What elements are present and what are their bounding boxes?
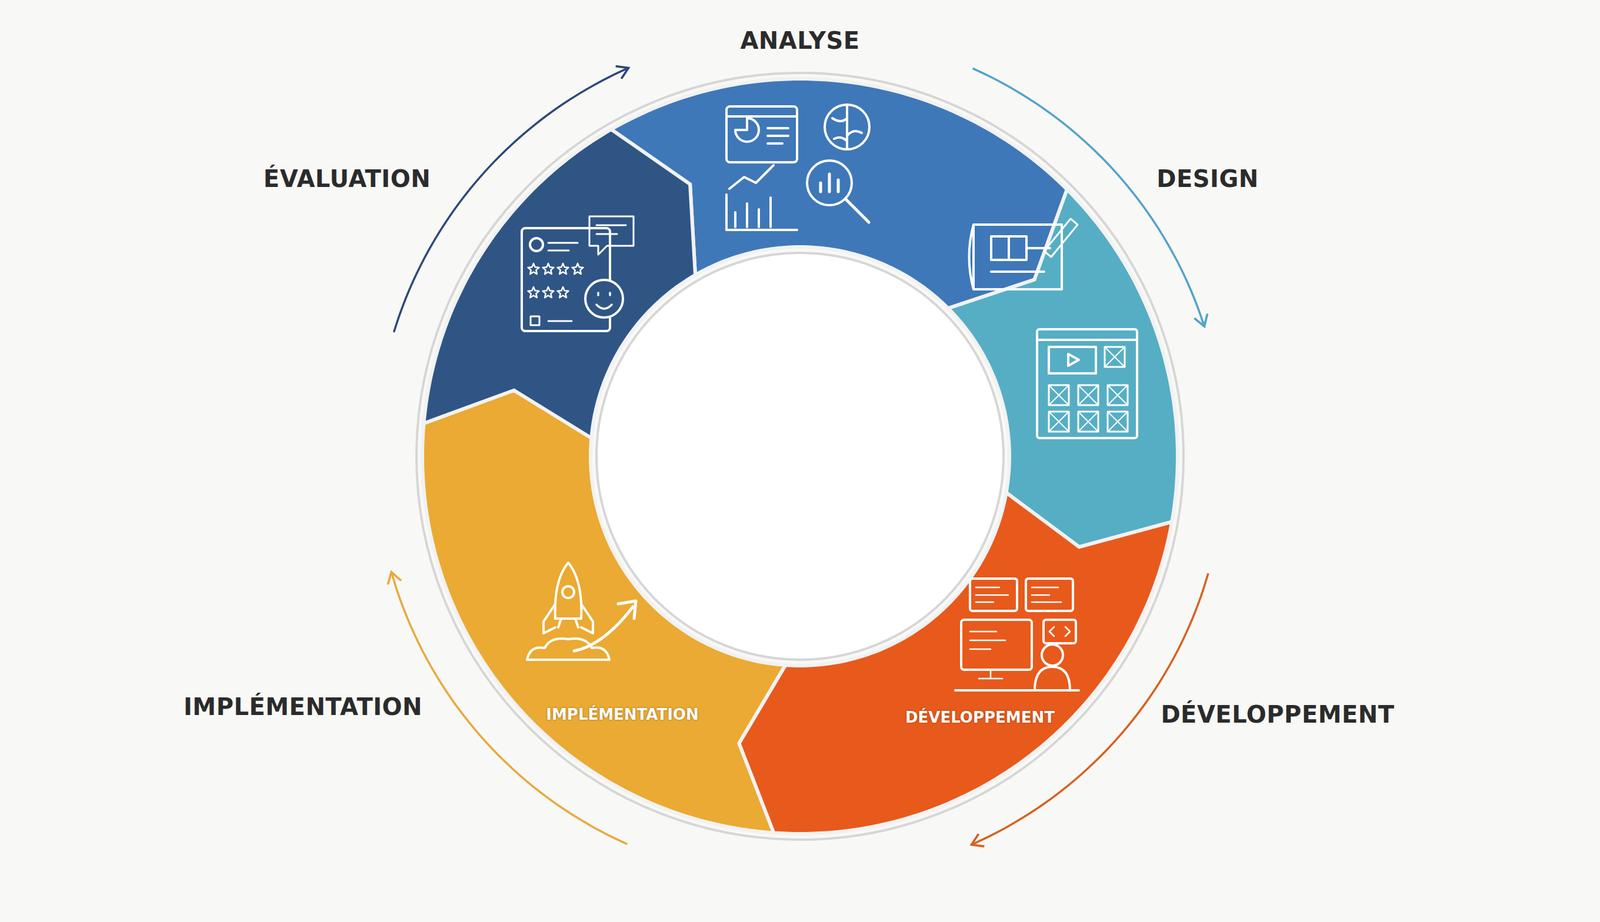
phase-segment [423, 129, 696, 439]
blueprint-icon [969, 218, 1079, 290]
cycle-arrow [394, 68, 628, 332]
rocket-icon [527, 562, 636, 660]
phase-label: ANALYSE [740, 27, 860, 55]
phase-segment [738, 492, 1172, 835]
segment-label: IMPLÉMENTATION [545, 705, 699, 724]
phase-segment [422, 390, 786, 834]
phase-segment [948, 189, 1178, 548]
phase-label: DESIGN [1156, 165, 1259, 193]
analysis-icon [726, 104, 870, 230]
feedback-icon [521, 216, 634, 332]
outer-ring [416, 72, 1184, 840]
phase-label: DÉVELOPPEMENT [1160, 701, 1395, 729]
cycle-arrow [972, 68, 1205, 325]
developer-icon [955, 578, 1079, 691]
inner-ring [596, 252, 1004, 660]
phase-label: IMPLÉMENTATION [183, 693, 423, 721]
segment-label: DÉVELOPPEMENT [905, 708, 1055, 727]
wireframe-icon [1037, 329, 1138, 439]
phase-label: ÉVALUATION [263, 165, 431, 193]
